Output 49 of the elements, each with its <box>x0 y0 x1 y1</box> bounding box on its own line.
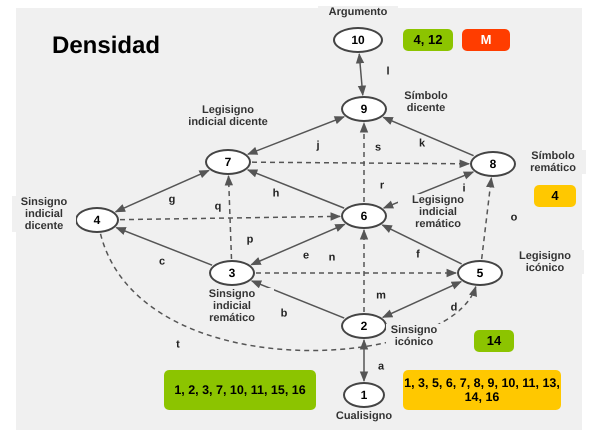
edge-label: h <box>272 188 280 200</box>
arrow <box>382 116 474 156</box>
arrow <box>250 224 346 266</box>
dashed-arrow <box>256 268 458 278</box>
arrow <box>382 280 462 318</box>
arrow <box>246 169 344 209</box>
edge-label: l <box>385 66 391 78</box>
dashed-arrow <box>360 122 368 202</box>
edge-label: f <box>415 250 421 260</box>
node-caption: Argumento <box>318 6 398 18</box>
arrow <box>115 226 212 266</box>
arrow <box>250 280 344 319</box>
edge-label: p <box>246 234 254 246</box>
arrow <box>360 338 368 382</box>
node-caption: Sinsigno icónico <box>386 324 442 348</box>
dashed-arrow <box>360 228 368 312</box>
edge-label: j <box>315 140 321 152</box>
number-tag: 4 <box>534 185 576 207</box>
dashed-arrow <box>224 174 234 260</box>
edge-label: c <box>158 256 166 268</box>
edge-label: b <box>280 308 288 320</box>
edge-label: m <box>375 290 387 302</box>
edge-label: d <box>450 302 458 314</box>
number-tag: 1, 2, 3, 7, 10, 11, 15, 16 <box>164 370 316 410</box>
edge-label: s <box>374 142 382 154</box>
edge-label: g <box>168 194 176 206</box>
number-tag: M <box>462 29 510 51</box>
dashed-arrow <box>120 212 342 221</box>
edge-label: i <box>461 184 467 194</box>
node-caption: Sinsigno indicial dicente <box>12 196 76 232</box>
diagram-title: Densidad <box>52 34 160 58</box>
edge-label: o <box>510 212 518 224</box>
arrow <box>114 170 210 212</box>
edge-label: k <box>418 138 426 150</box>
edge-label: n <box>328 252 336 264</box>
number-tag: 4, 12 <box>403 29 453 51</box>
dashed-arrow <box>252 160 470 168</box>
arrow <box>246 116 346 155</box>
edge-label: a <box>376 362 386 372</box>
edge-label: q <box>214 202 222 212</box>
arrow <box>356 52 366 96</box>
dashed-arrow <box>480 176 494 260</box>
arrow <box>381 224 462 265</box>
edge-label: r <box>378 180 386 192</box>
edge-label: t <box>175 340 181 350</box>
number-tag: 14 <box>474 330 514 352</box>
edge-label: e <box>302 250 310 262</box>
number-tag: 1, 3, 5, 6, 7, 8, 9, 10, 11, 13, 14, 16 <box>403 370 561 410</box>
dashed-arrow <box>100 234 476 351</box>
